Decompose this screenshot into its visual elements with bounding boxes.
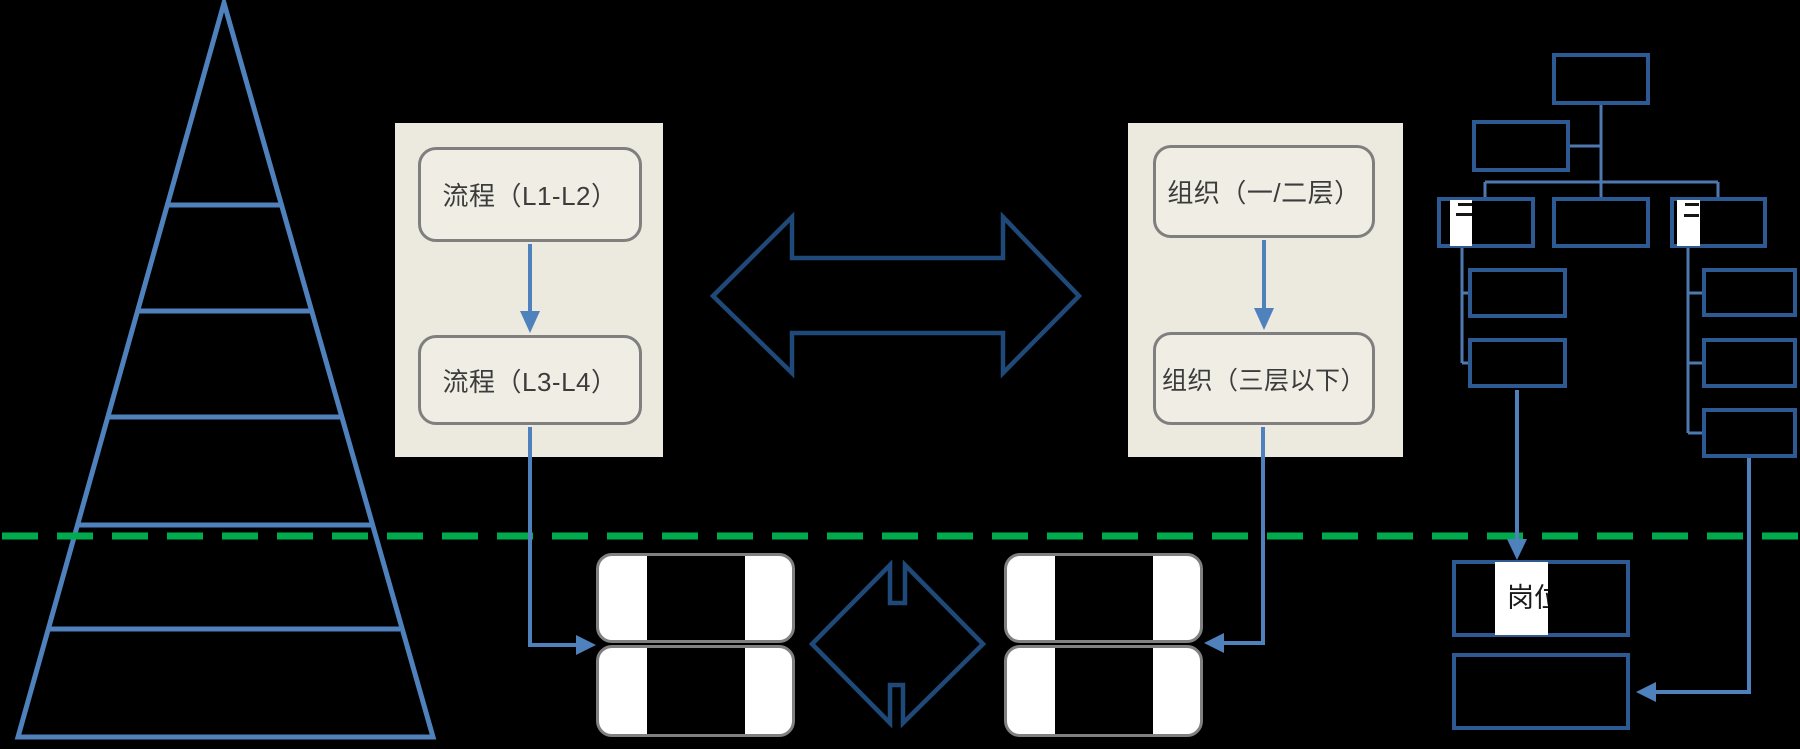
orgchart-level3-middle-box xyxy=(1552,197,1650,248)
process-box-l1-l2-label: 流程（L1-L2） xyxy=(442,181,618,211)
glyph-fragment xyxy=(1456,213,1472,216)
glyph-fragment xyxy=(1685,203,1699,206)
org-box-level-1-2-label: 组织（一/二层） xyxy=(1167,178,1361,208)
org-box-level-3-below-label: 组织（三层以下） xyxy=(1161,366,1366,395)
orgchart-right-child3-box xyxy=(1702,408,1797,458)
process-card-bottom xyxy=(596,645,795,737)
orgchart-right-child2-box xyxy=(1702,338,1797,388)
orgchart-assistant-box xyxy=(1472,120,1570,172)
orgchart-root-box xyxy=(1552,53,1650,105)
card-dark-band xyxy=(647,556,745,640)
glyph-fragment xyxy=(1684,214,1699,217)
org-chart-connectors xyxy=(1460,105,1720,435)
process-card-top xyxy=(596,553,795,643)
double-arrow-horizontal-icon xyxy=(709,211,1083,379)
card-dark-band xyxy=(1055,556,1153,640)
process-box-l3-l4: 流程（L3-L4） xyxy=(418,335,642,425)
position-label: 岗位 xyxy=(1507,583,1548,613)
process-box-l3-l4-label: 流程（L3-L4） xyxy=(442,366,618,397)
pyramid-shape xyxy=(14,0,437,740)
org-card-bottom xyxy=(1004,645,1203,737)
card-dark-band xyxy=(1055,648,1153,734)
double-arrow-vertical-icon xyxy=(808,559,987,729)
position-detail-box xyxy=(1452,653,1630,730)
process-box-l1-l2: 流程（L1-L2） xyxy=(418,147,642,242)
orgchart-left-child2-box xyxy=(1468,338,1567,388)
org-box-level-1-2: 组织（一/二层） xyxy=(1153,145,1375,238)
orgchart-level3-right-box xyxy=(1670,197,1767,248)
flow-arrows xyxy=(528,240,1751,694)
org-box-level-3-below: 组织（三层以下） xyxy=(1153,332,1375,425)
orgchart-left-child1-box xyxy=(1468,268,1567,318)
glyph-fragment xyxy=(1458,203,1472,206)
flow-arrowheads xyxy=(520,308,1656,702)
org-card-top xyxy=(1004,553,1203,643)
orgchart-right-child1-box xyxy=(1702,268,1797,317)
orgchart-left-label-stripe xyxy=(1450,200,1472,246)
orgchart-right-label-stripe xyxy=(1677,200,1700,246)
orgchart-level3-left-box xyxy=(1437,197,1535,248)
card-dark-band xyxy=(647,648,745,734)
position-label-stripe: 岗位 xyxy=(1495,562,1548,635)
